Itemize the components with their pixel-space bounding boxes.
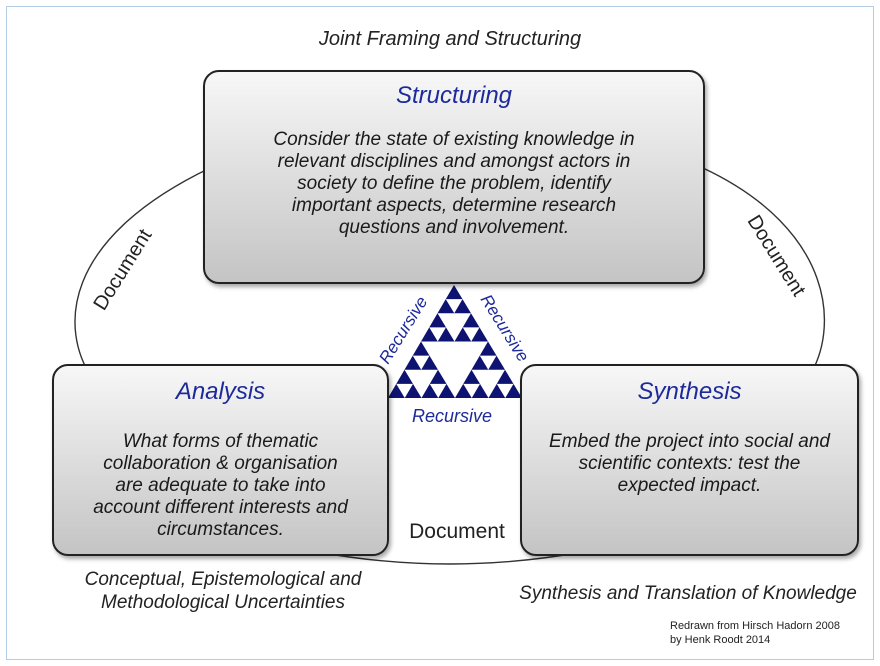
bottom-right-caption: Synthesis and Translation of Knowledge xyxy=(519,583,857,604)
analysis-box: Analysis What forms of thematic collabor… xyxy=(52,364,389,556)
recursive-bottom-label: Recursive xyxy=(411,406,493,426)
structuring-title: Structuring xyxy=(395,82,513,109)
sierpinski-hole xyxy=(479,355,497,370)
synthesis-box: Synthesis Embed the project into social … xyxy=(520,364,859,556)
sierpinski-hole xyxy=(445,299,463,314)
right-document-label: Document xyxy=(743,211,810,300)
recursion-glyph-icon xyxy=(443,349,459,369)
sierpinski-hole xyxy=(462,327,480,342)
bottom-connector-arc xyxy=(317,551,583,565)
analysis-title: Analysis xyxy=(175,378,266,405)
structuring-body: Consider the state of existing knowledge… xyxy=(273,129,635,238)
sierpinski-hole xyxy=(396,383,413,398)
sierpinski-hole xyxy=(463,383,480,398)
credit-text: Redrawn from Hirsch Hadorn 2008 by Henk … xyxy=(670,619,870,647)
synthesis-title: Synthesis xyxy=(637,378,742,405)
sierpinski-hole xyxy=(404,369,438,398)
sierpinski-hole xyxy=(471,369,505,398)
left-document-label: Document xyxy=(89,225,156,314)
credit-line-1: Redrawn from Hirsch Hadorn 2008 xyxy=(670,620,840,632)
sierpinski-hole xyxy=(496,383,514,398)
sierpinski-hole xyxy=(437,313,471,342)
structuring-box: Structuring Consider the state of existi… xyxy=(203,70,705,284)
credit-line-2: by Henk Roodt 2014 xyxy=(670,634,771,646)
bottom-document-label: Document xyxy=(409,520,505,543)
left-connector-arc xyxy=(74,167,211,379)
bottom-left-caption: Conceptual, Epistemological and Methodol… xyxy=(84,569,362,613)
sierpinski-hole xyxy=(429,383,447,398)
sierpinski-hole xyxy=(412,355,430,370)
sierpinski-hole xyxy=(421,341,488,398)
analysis-body: What forms of thematic collaboration & o… xyxy=(93,431,348,540)
synthesis-body: Embed the project into social and scient… xyxy=(549,431,830,496)
right-connector-arc xyxy=(702,167,826,379)
sierpinski-hole xyxy=(429,327,446,342)
sierpinski-triangle-icon xyxy=(388,285,522,398)
top-caption: Joint Framing and Structuring xyxy=(318,28,582,50)
